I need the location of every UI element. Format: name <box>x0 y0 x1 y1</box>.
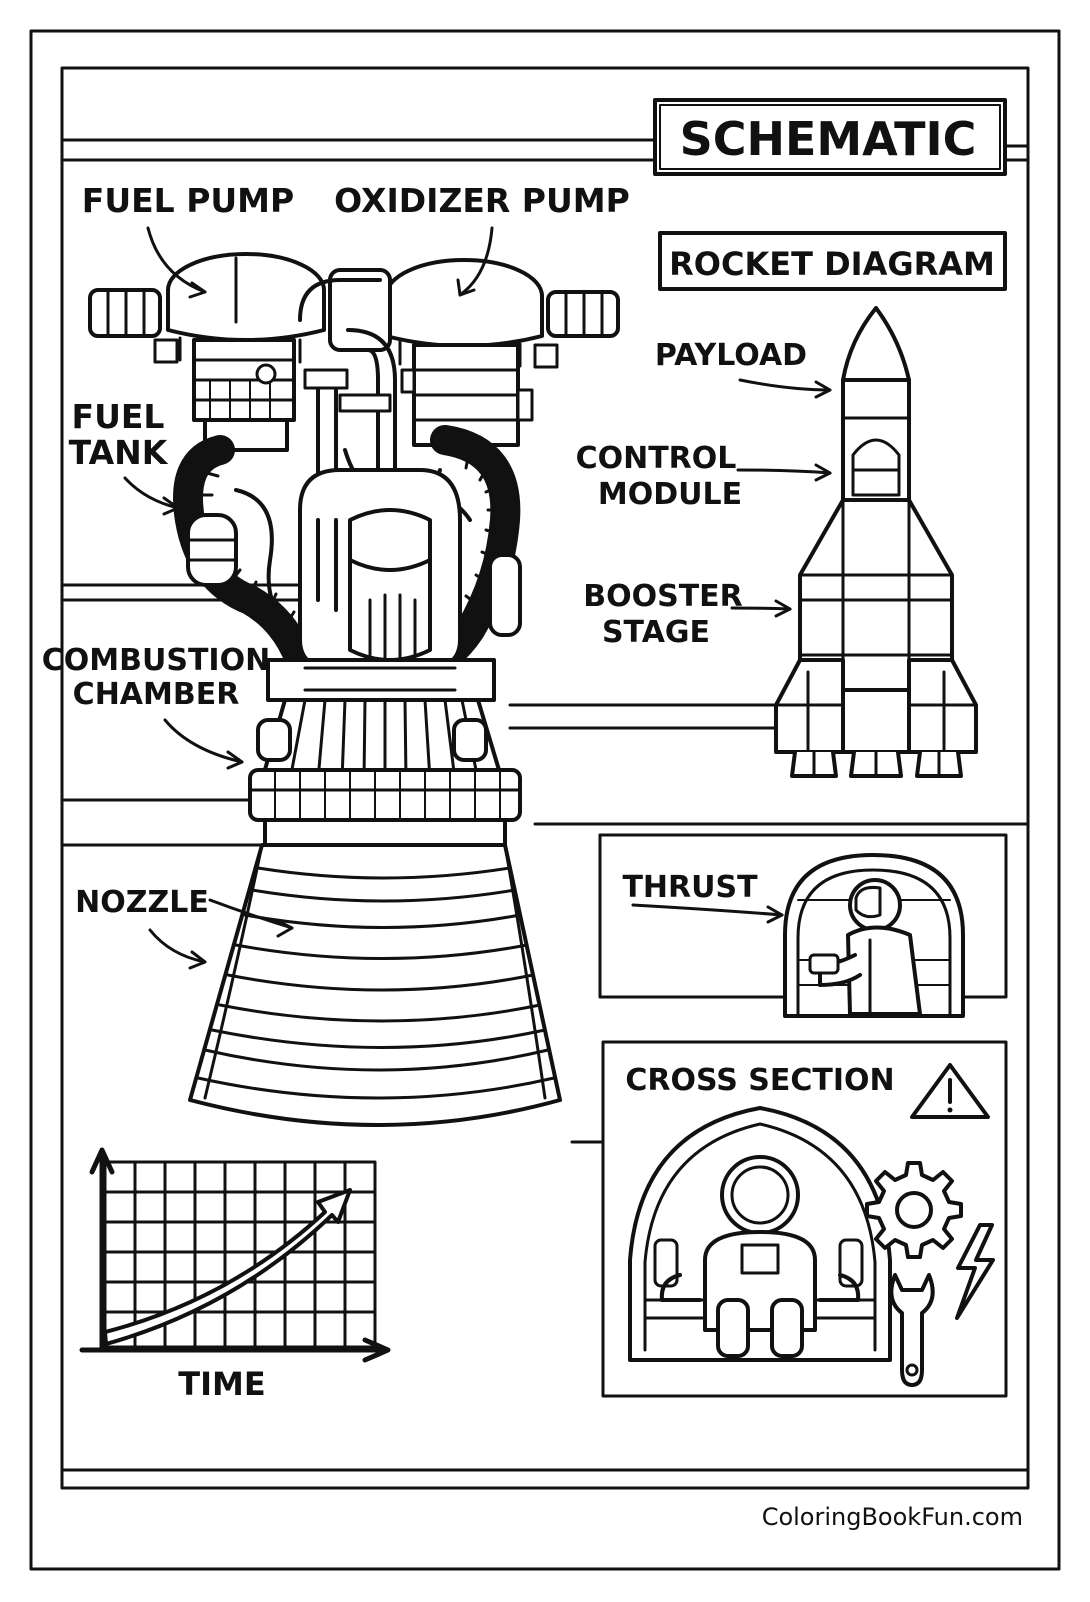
arrow-oxidizer-pump <box>458 226 494 297</box>
label-booster-line1: BOOSTER <box>583 579 743 614</box>
outer-border <box>29 29 1061 1571</box>
graph-x-label: TIME <box>178 1365 265 1403</box>
label-combustion-line2: CHAMBER <box>73 677 240 712</box>
label-nozzle: NOZZLE <box>75 885 209 920</box>
lightning-icon <box>955 1223 995 1320</box>
label-cross-section: CROSS SECTION <box>625 1063 894 1098</box>
arrow-control <box>736 468 832 475</box>
rocket-engine-illustration <box>88 252 620 1127</box>
subtitle-box: ROCKET DIAGRAM <box>658 231 1007 291</box>
page-subtitle: ROCKET DIAGRAM <box>669 245 995 283</box>
graph-grid-frame <box>103 1160 377 1349</box>
label-payload: PAYLOAD <box>655 338 807 373</box>
graph: TIME <box>79 1147 391 1403</box>
label-booster-line2: STAGE <box>602 615 710 650</box>
arrow-combustion <box>163 718 244 764</box>
label-control-line1: CONTROL <box>576 441 737 476</box>
cross-section-panel: CROSS SECTION <box>601 1040 1008 1398</box>
title-box: SCHEMATIC <box>653 98 1007 176</box>
engine-labels: FUEL PUMP OXIDIZER PUMP FUEL TANK COMBUS… <box>42 181 630 970</box>
label-control-line2: MODULE <box>598 477 742 512</box>
arrow-nozzle-2 <box>148 928 207 964</box>
footer-credit: ColoringBookFun.com <box>762 1503 1023 1531</box>
arrow-thrust <box>631 903 784 917</box>
arrow-payload <box>738 378 832 392</box>
background-lines <box>60 583 1030 1144</box>
header-rules <box>60 138 1030 162</box>
arrow-fuel-pump <box>146 226 207 294</box>
wrench-icon <box>889 1273 935 1387</box>
page-title: SCHEMATIC <box>680 112 977 166</box>
label-thrust: THRUST <box>622 870 758 905</box>
graph-trend-arrow <box>103 1188 352 1346</box>
arrow-booster <box>730 606 792 611</box>
label-fuel-tank-line2: TANK <box>69 433 169 472</box>
arrow-fuel-tank <box>123 476 180 510</box>
label-fuel-pump: FUEL PUMP <box>82 181 294 220</box>
label-oxidizer-pump: OXIDIZER PUMP <box>334 181 630 220</box>
inner-border <box>60 66 1030 1490</box>
rocket-diagram <box>774 306 978 778</box>
rocket-labels: PAYLOAD CONTROL MODULE BOOSTER STAGE <box>576 338 832 650</box>
gear-icon <box>865 1161 963 1259</box>
label-fuel-tank-line1: FUEL <box>72 397 165 436</box>
thrust-panel: THRUST <box>598 833 1008 1018</box>
label-combustion-line1: COMBUSTION <box>42 643 270 678</box>
